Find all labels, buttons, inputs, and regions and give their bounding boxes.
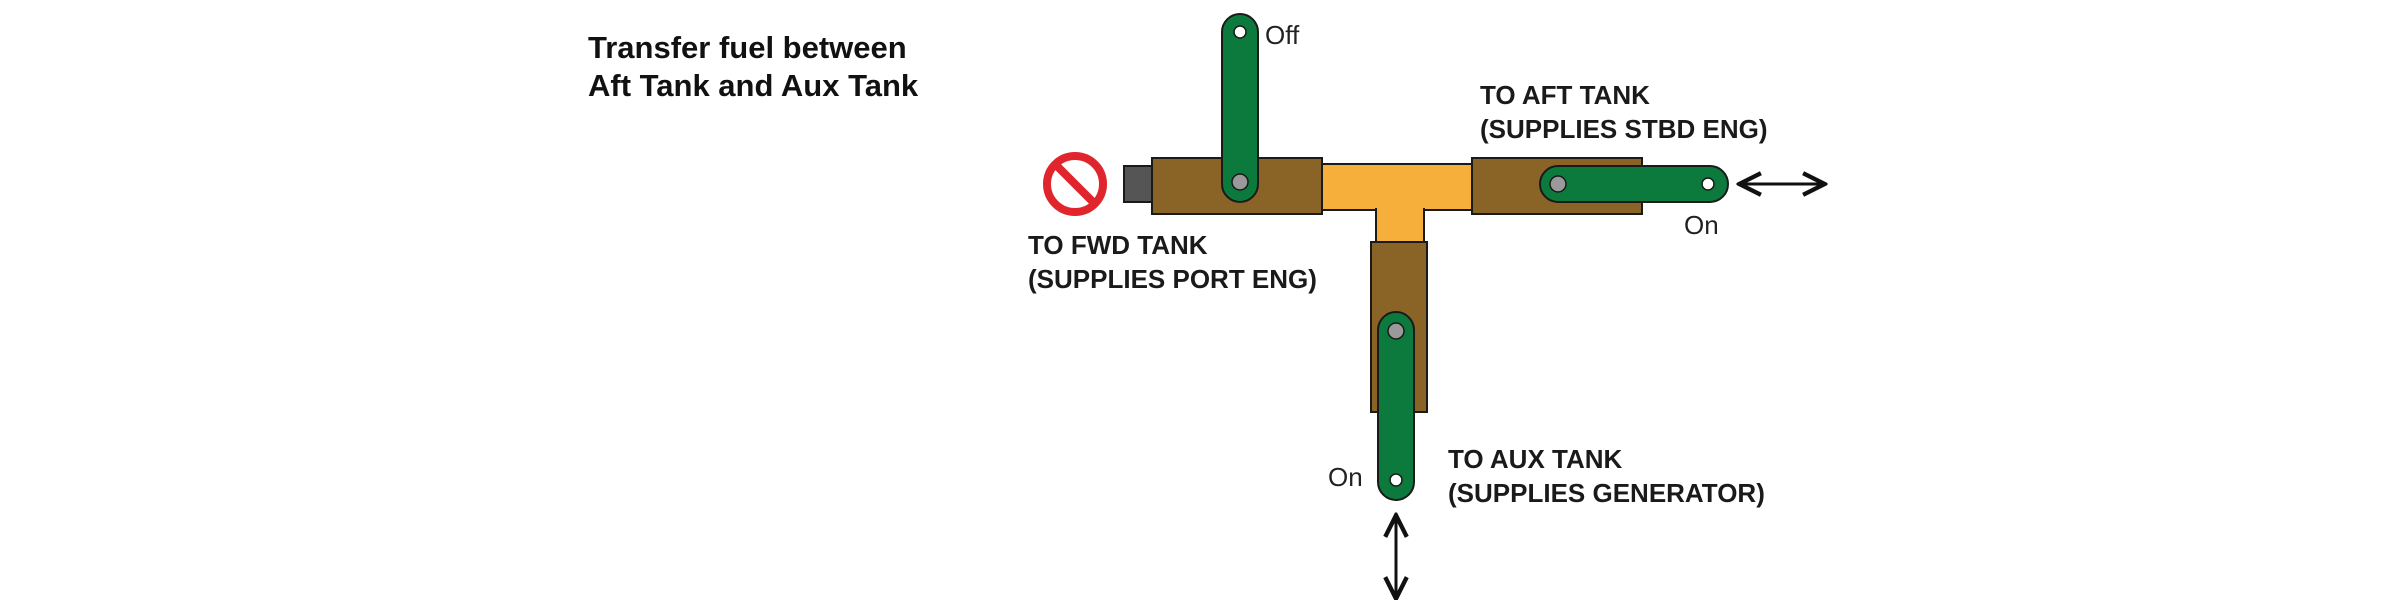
fwd-port-label-line2: (SUPPLIES PORT ENG): [1028, 264, 1317, 294]
aux-port-label-line1: TO AUX TANK: [1448, 444, 1623, 474]
prohibited-icon: [1043, 152, 1107, 216]
aft-port-label-line1: TO AFT TANK: [1480, 80, 1650, 110]
aft-valve-handle[interactable]: [1539, 165, 1729, 203]
aft-valve-state: On: [1684, 210, 1719, 240]
aux-valve-state: On: [1328, 462, 1363, 492]
aft-port-label-line2: (SUPPLIES STBD ENG): [1480, 114, 1767, 144]
diagram-title-line1: Transfer fuel between: [588, 30, 907, 65]
fwd-port-label-line1: TO FWD TANK: [1028, 230, 1208, 260]
fwd-valve-handle[interactable]: [1221, 13, 1259, 203]
aux-valve-handle[interactable]: [1377, 311, 1415, 501]
diagram-title-line2: Aft Tank and Aux Tank: [588, 68, 919, 103]
fwd-valve-state: Off: [1265, 20, 1300, 50]
pipe-stub: [1123, 165, 1155, 203]
fuel-tee: [1319, 163, 1481, 247]
aux-port-label-line2: (SUPPLIES GENERATOR): [1448, 478, 1765, 508]
